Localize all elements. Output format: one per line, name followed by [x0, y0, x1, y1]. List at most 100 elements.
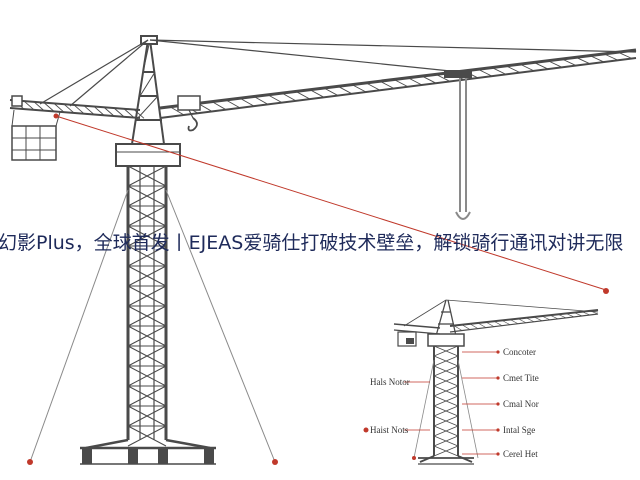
big-crane-turntable	[115, 143, 181, 167]
lattice-brace	[433, 355, 459, 367]
lattice-brace	[127, 385, 167, 407]
big-crane-guy-wires	[29, 189, 276, 463]
lattice-brace	[433, 375, 459, 387]
callout-leaders	[404, 351, 498, 455]
marker-dot	[272, 459, 278, 465]
lattice-brace	[421, 75, 437, 84]
lattice-brace	[547, 60, 563, 68]
lattice-brace	[565, 313, 575, 318]
lattice-brace	[169, 106, 185, 116]
lattice-brace	[309, 89, 325, 98]
small-crane-right-label: Cmal Nor	[503, 399, 539, 409]
big-crane-counter-jib	[9, 95, 145, 161]
lattice-brace	[519, 63, 535, 72]
lattice-brace	[43, 102, 55, 112]
lattice-brace	[509, 319, 519, 324]
lattice-brace	[501, 320, 511, 325]
small-crane-counter-jib	[393, 299, 447, 347]
small-crane-right-label: Concoter	[503, 347, 536, 357]
lattice-brace	[123, 108, 135, 118]
lattice-brace	[127, 225, 167, 247]
lattice-brace	[453, 325, 463, 331]
lattice-brace	[533, 316, 543, 322]
small-crane-tower-top	[435, 299, 457, 337]
lattice-brace	[63, 103, 75, 114]
lattice-brace	[407, 77, 423, 86]
lattice-brace	[127, 325, 167, 347]
lattice-brace	[83, 105, 95, 115]
small-crane-left-label: Hals Notor	[370, 377, 410, 387]
lattice-brace	[433, 345, 459, 357]
lattice-brace	[491, 67, 507, 75]
marker-dot	[27, 459, 33, 465]
lattice-brace	[433, 435, 459, 447]
lattice-brace	[127, 205, 167, 227]
lattice-brace	[127, 405, 167, 427]
lattice-brace	[127, 265, 167, 287]
small-crane-mast	[433, 344, 459, 457]
lattice-brace	[267, 94, 283, 104]
lattice-brace	[337, 85, 353, 95]
lattice-brace	[433, 415, 459, 427]
lattice-brace	[33, 101, 45, 111]
big-crane-jib	[159, 48, 637, 119]
lattice-brace	[127, 285, 167, 307]
lattice-brace	[533, 62, 549, 70]
small-crane-guy-wires	[413, 359, 479, 459]
lattice-brace	[575, 56, 591, 65]
big-crane-trolley	[177, 70, 472, 132]
small-crane-left-label: Haist Nots	[370, 425, 409, 435]
lattice-brace	[93, 106, 105, 116]
lattice-brace	[239, 97, 255, 107]
guide-lines	[27, 113, 609, 465]
lattice-brace	[469, 323, 479, 329]
big-crane-tower-top	[131, 35, 165, 145]
lattice-brace	[127, 245, 167, 267]
lattice-brace	[225, 99, 241, 109]
small-crane	[363, 299, 599, 465]
lattice-brace	[561, 58, 577, 66]
small-crane-right-label: Intal Sge	[503, 425, 536, 435]
lattice-brace	[477, 322, 487, 328]
lattice-brace	[379, 80, 395, 89]
lattice-brace	[127, 345, 167, 367]
small-crane-right-label: Cmet Tite	[503, 373, 539, 383]
crane-hook-icon	[187, 117, 198, 132]
lattice-brace	[113, 107, 125, 118]
lattice-brace	[589, 55, 605, 63]
lattice-brace	[103, 106, 115, 117]
lattice-brace	[133, 109, 145, 119]
lattice-brace	[127, 365, 167, 387]
lattice-brace	[573, 312, 583, 317]
small-crane-right-label: Cerel Het	[503, 449, 538, 459]
lattice-brace	[493, 320, 503, 326]
lattice-brace	[351, 84, 367, 93]
big-crane-base	[80, 438, 216, 465]
lattice-brace	[365, 82, 381, 91]
lattice-brace	[435, 73, 451, 82]
lattice-brace	[127, 425, 167, 447]
lattice-brace	[477, 68, 493, 77]
lattice-brace	[541, 315, 551, 321]
marker-dot	[603, 288, 609, 294]
lattice-brace	[73, 104, 85, 115]
lattice-brace	[127, 305, 167, 327]
counterweight-platform	[11, 125, 57, 161]
lattice-brace	[295, 91, 311, 100]
lattice-brace	[23, 100, 35, 111]
lattice-brace	[393, 79, 409, 88]
lattice-brace	[253, 96, 269, 105]
lattice-brace	[53, 103, 65, 113]
lattice-brace	[603, 53, 619, 61]
lattice-brace	[433, 425, 459, 437]
lattice-brace	[505, 65, 521, 74]
lattice-brace	[581, 311, 591, 316]
lattice-brace	[617, 51, 633, 59]
lattice-brace	[517, 318, 527, 324]
lattice-brace	[461, 324, 471, 330]
lattice-brace	[127, 165, 167, 187]
big-crane-pendant-ties	[39, 39, 637, 107]
lattice-brace	[557, 314, 567, 319]
lattice-brace	[127, 185, 167, 207]
